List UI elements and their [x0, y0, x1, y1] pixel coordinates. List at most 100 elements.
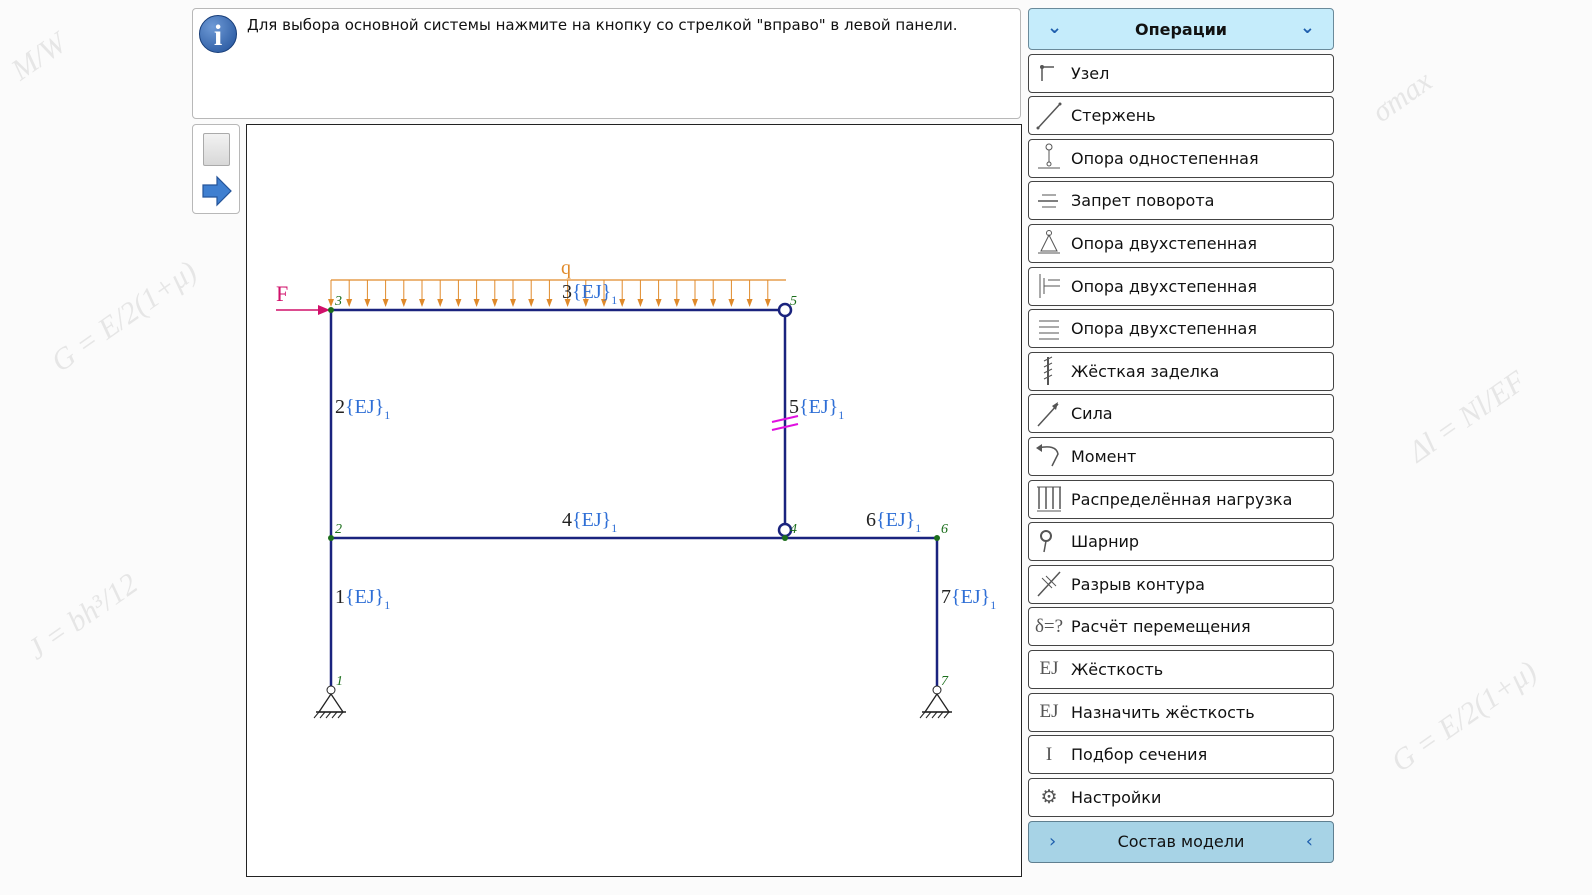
node-label: 4: [790, 522, 797, 537]
node-label: 3: [334, 294, 342, 309]
operation-label: Настройки: [1071, 787, 1162, 807]
contour-break-mark: [771, 415, 799, 423]
member-stiffness-index: 1: [384, 408, 390, 422]
watermark: M/W: [5, 26, 73, 87]
node-label: 2: [335, 522, 342, 537]
watermark: J = bh³/12: [21, 566, 144, 667]
load-arrowhead: [400, 299, 407, 307]
operation-label: Жёсткость: [1071, 659, 1164, 679]
info-icon: i: [199, 15, 237, 53]
member-stiffness: {EJ}: [572, 509, 611, 531]
model-composition-title: Состав модели: [1117, 832, 1245, 852]
load-arrowhead: [491, 299, 498, 307]
info-message: Для выбора основной системы нажмите на к…: [247, 16, 958, 34]
member-stiffness: {EJ}: [572, 281, 611, 303]
node-icon: [1029, 55, 1069, 91]
displacement-icon: δ=?: [1034, 615, 1064, 637]
node-label: 1: [336, 674, 343, 689]
support-hatch: [943, 711, 950, 719]
operation-force[interactable]: Сила: [1028, 394, 1334, 434]
operation-label: Назначить жёсткость: [1071, 702, 1255, 722]
next-arrow-button[interactable]: [201, 175, 233, 207]
load-arrowhead: [655, 299, 662, 307]
member-number: 2: [335, 396, 345, 418]
support-hatch: [919, 711, 926, 719]
member-stiffness: {EJ}: [799, 396, 838, 418]
operation-contour-break[interactable]: Разрыв контура: [1028, 564, 1334, 604]
operation-label: Шарнир: [1071, 532, 1140, 552]
load-arrowhead: [546, 299, 553, 307]
operation-section[interactable]: I Подбор сечения: [1028, 735, 1334, 775]
operation-label: Опора двухстепенная: [1071, 276, 1257, 296]
load-arrowhead: [473, 299, 480, 307]
node-3: [328, 307, 334, 313]
load-arrowhead: [746, 299, 753, 307]
operation-node[interactable]: Узел: [1028, 53, 1334, 93]
operation-slider-support[interactable]: Опора двухстепенная: [1028, 266, 1334, 306]
gear-icon: ⚙: [1040, 786, 1058, 808]
load-arrowhead: [382, 299, 389, 307]
member-label: 4{EJ}1: [562, 509, 617, 535]
support-hatch: [319, 711, 326, 719]
member-label: 3{EJ}1: [562, 281, 617, 307]
operation-fixed-support[interactable]: Жёсткая заделка: [1028, 351, 1334, 391]
operation-label: Жёсткая заделка: [1071, 361, 1220, 381]
operation-label: Стержень: [1071, 106, 1156, 126]
section-icon: I: [1045, 743, 1053, 765]
operation-hinge[interactable]: Шарнир: [1028, 522, 1334, 562]
load-arrowhead: [455, 299, 462, 307]
force-arrowhead: [318, 305, 330, 315]
load-arrowhead: [564, 299, 571, 307]
operation-sliding-clamp[interactable]: Опора двухстепенная: [1028, 309, 1334, 349]
operation-pin-support[interactable]: Опора двухстепенная: [1028, 223, 1334, 263]
support-hatch: [325, 711, 332, 719]
support-hatch: [937, 711, 944, 719]
operation-stiffness[interactable]: EJ Жёсткость: [1028, 649, 1334, 689]
member-number: 6: [866, 509, 876, 531]
operation-label: Запрет поворота: [1071, 191, 1215, 211]
operations-header[interactable]: ⌄ Операции ⌄: [1028, 8, 1334, 50]
load-arrowhead: [328, 299, 334, 307]
operation-single-support[interactable]: Опора одностепенная: [1028, 138, 1334, 178]
member-stiffness-index: 1: [915, 521, 921, 535]
load-arrowhead: [637, 299, 644, 307]
operation-label: Подбор сечения: [1071, 745, 1208, 765]
operation-gear[interactable]: ⚙ Настройки: [1028, 777, 1334, 817]
support-hatch: [313, 711, 320, 719]
operation-label: Сила: [1071, 404, 1113, 424]
operation-distributed-load[interactable]: Распределённая нагрузка: [1028, 479, 1334, 519]
pin-support-icon: [1029, 225, 1069, 261]
stiffness-icon: EJ: [1039, 658, 1059, 680]
new-document-button[interactable]: [203, 133, 230, 166]
operation-label: Момент: [1071, 446, 1137, 466]
load-arrowhead: [728, 299, 735, 307]
load-arrowhead: [437, 299, 444, 307]
model-composition-header[interactable]: › Состав модели ‹: [1028, 820, 1334, 863]
operation-label: Опора двухстепенная: [1071, 319, 1257, 339]
member-stiffness: {EJ}: [345, 586, 384, 608]
member-label: 5{EJ}1: [789, 396, 844, 422]
operation-displacement[interactable]: δ=?Расчёт перемещения: [1028, 607, 1334, 647]
operation-rod[interactable]: Стержень: [1028, 96, 1334, 136]
pin-support-icon: [923, 692, 951, 713]
frame-diagram: qF12345671{EJ}12{EJ}13{EJ}14{EJ}15{EJ}16…: [276, 257, 996, 719]
operation-label: Узел: [1071, 63, 1110, 83]
operation-moment[interactable]: Момент: [1028, 436, 1334, 476]
support-hatch: [331, 711, 338, 719]
member-stiffness-index: 1: [990, 598, 996, 612]
member-stiffness-index: 1: [384, 598, 390, 612]
load-arrowhead: [710, 299, 717, 307]
node-label: 7: [941, 674, 949, 689]
node-4: [782, 535, 788, 541]
operation-rotation-lock[interactable]: Запрет поворота: [1028, 181, 1334, 221]
member-stiffness: {EJ}: [345, 396, 384, 418]
load-label: q: [561, 257, 571, 279]
member-number: 5: [789, 396, 799, 418]
chevron-down-icon: ⌄: [1047, 17, 1063, 38]
member-label: 1{EJ}1: [335, 586, 390, 612]
operation-label: Опора двухстепенная: [1071, 233, 1257, 253]
contour-break-icon: [1029, 566, 1069, 602]
